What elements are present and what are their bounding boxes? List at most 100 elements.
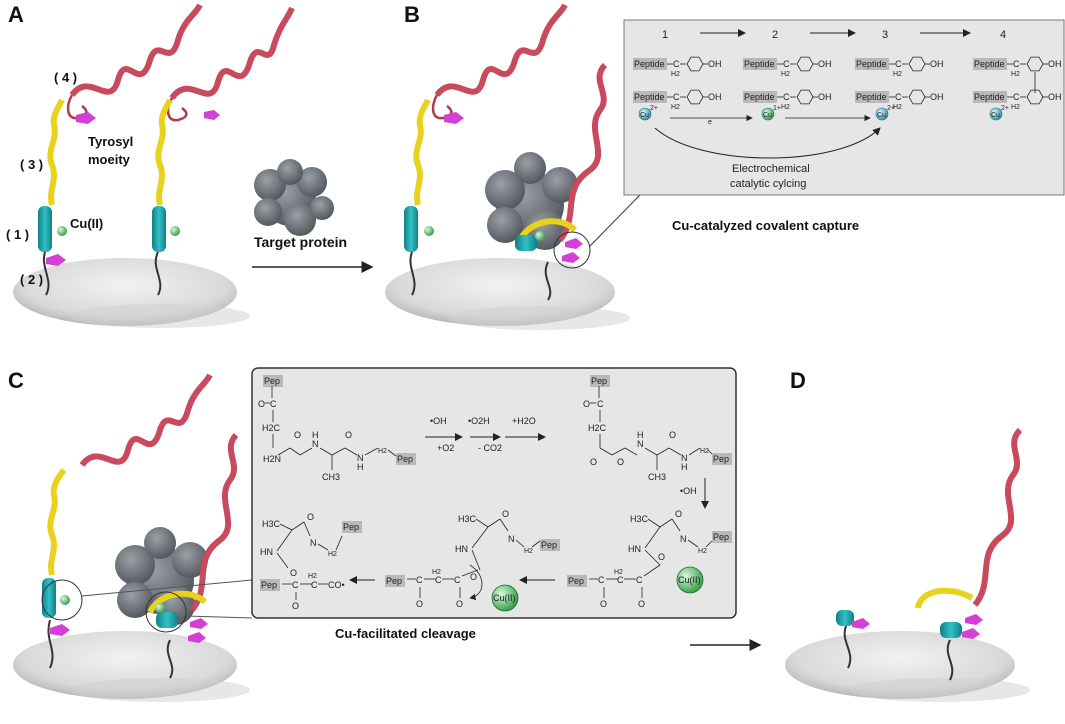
tether-stalk — [42, 251, 50, 296]
component-label-4: ( 4 ) — [54, 70, 78, 85]
flexible-linker — [47, 98, 65, 206]
bond — [319, 447, 333, 456]
bond — [471, 526, 489, 549]
tyrosyl-moiety-icon — [188, 632, 206, 643]
bond — [364, 447, 379, 456]
cycle-label-line2: catalytic cylcing — [730, 178, 806, 190]
anchor-cylinder — [515, 235, 537, 251]
pep-box — [396, 453, 416, 465]
nitrogen-label: N — [312, 439, 319, 449]
bond — [668, 447, 682, 456]
anchor-cylinder — [152, 206, 166, 252]
oxygen-label: O — [470, 572, 477, 582]
carbon-label: C — [636, 575, 643, 585]
flexible-linker — [155, 98, 173, 206]
ch2-label: H2C — [262, 423, 281, 433]
h2-label: H2 — [893, 71, 902, 78]
anchor-cylinder — [404, 206, 418, 252]
carbon-label: C — [895, 92, 902, 102]
hydroxyl-label: OH — [1048, 59, 1062, 69]
carbon-label: C — [783, 59, 790, 69]
anchor-cylinder — [38, 206, 52, 252]
phenol-ring — [1026, 89, 1044, 105]
carbon-label: C — [597, 399, 604, 409]
phenol-ring — [686, 89, 704, 105]
methyl-label: CH3 — [648, 472, 666, 482]
bond — [471, 549, 481, 571]
zoom-connector — [589, 194, 641, 247]
peptide-label: Peptide — [974, 59, 1005, 69]
nitrogen-label: N — [681, 453, 688, 463]
oxygen-label: O — [258, 399, 265, 409]
methyl-label: H3C — [262, 519, 281, 529]
oxygen-label: O — [617, 457, 624, 467]
tyrosyl-moiety-icon — [565, 238, 583, 249]
pep-box — [567, 575, 587, 587]
hydroxyl-label: OH — [708, 59, 722, 69]
oxygen-label: O — [416, 599, 423, 609]
oxygen-plus-label: +O2 — [437, 443, 454, 453]
helix-ribbon — [189, 432, 239, 612]
carbon-label: C — [673, 92, 680, 102]
bond — [643, 564, 661, 577]
component-label-3: ( 3 ) — [20, 157, 44, 172]
hydrogen-label: H — [637, 430, 644, 440]
copper-ion-icon — [989, 107, 1003, 121]
oxygen-label: O — [675, 509, 682, 519]
h2-label: H2 — [671, 71, 680, 78]
h2-label: H2 — [308, 573, 317, 580]
helix-ribbon — [79, 373, 213, 467]
acyl-radical-label: CO• — [328, 580, 345, 590]
carbon-label: C — [454, 575, 461, 585]
methyl-label: H3C — [630, 514, 649, 524]
pep-box — [590, 375, 610, 387]
copper-label: Cu(II) — [678, 575, 701, 585]
hydroxyl-label: OH — [708, 92, 722, 102]
tether-stalk — [166, 639, 174, 679]
carbon-label: C — [1013, 59, 1020, 69]
bond — [531, 540, 541, 548]
phenol-ring — [796, 89, 814, 105]
bond — [671, 518, 681, 532]
step-number-4: 4 — [1000, 29, 1006, 41]
bond — [624, 447, 638, 456]
catalytic-cycle-arc — [654, 127, 881, 159]
helix-ribbon — [972, 427, 1023, 607]
copper-ion-icon — [491, 584, 519, 612]
bond — [331, 447, 346, 456]
oxygen-label: O — [307, 512, 314, 522]
pep-label: Pep — [343, 522, 359, 532]
zoom-connector — [185, 615, 253, 619]
tyrosyl-moiety-icon — [50, 624, 70, 636]
phenol-ring — [908, 89, 926, 105]
h2-label: H2 — [671, 104, 680, 111]
h2-label: H2 — [781, 104, 790, 111]
hydroxyl-label: OH — [818, 92, 832, 102]
zoom-connector — [81, 579, 253, 597]
pep-box — [712, 453, 732, 465]
peptide-box — [743, 91, 777, 103]
copper-label: Cu(II) — [70, 216, 104, 231]
flexible-linker — [517, 218, 578, 242]
h2-label: H2 — [1011, 71, 1020, 78]
hydrogen-label: H — [357, 462, 364, 472]
panel-label-b: B — [404, 2, 420, 27]
bond — [279, 523, 293, 531]
co2-minus-label: - CO2 — [478, 443, 502, 453]
copper-label: Cu — [877, 112, 886, 119]
component-label-1: ( 1 ) — [6, 227, 30, 242]
electron-push-arrow — [469, 564, 483, 601]
charge-label: 2+ — [650, 105, 658, 112]
oxygen-label: O — [502, 509, 509, 519]
pep-label: Pep — [591, 376, 607, 386]
tether-stalk — [946, 639, 954, 681]
carbon-label: C — [435, 575, 442, 585]
bond — [644, 447, 658, 456]
oxygen-label: O — [669, 430, 676, 440]
bond — [277, 447, 291, 456]
copper-label: Cu — [991, 112, 1000, 119]
tether-stalk — [544, 261, 552, 301]
step-number-2: 2 — [772, 29, 778, 41]
target-protein-label: Target protein — [254, 234, 348, 250]
